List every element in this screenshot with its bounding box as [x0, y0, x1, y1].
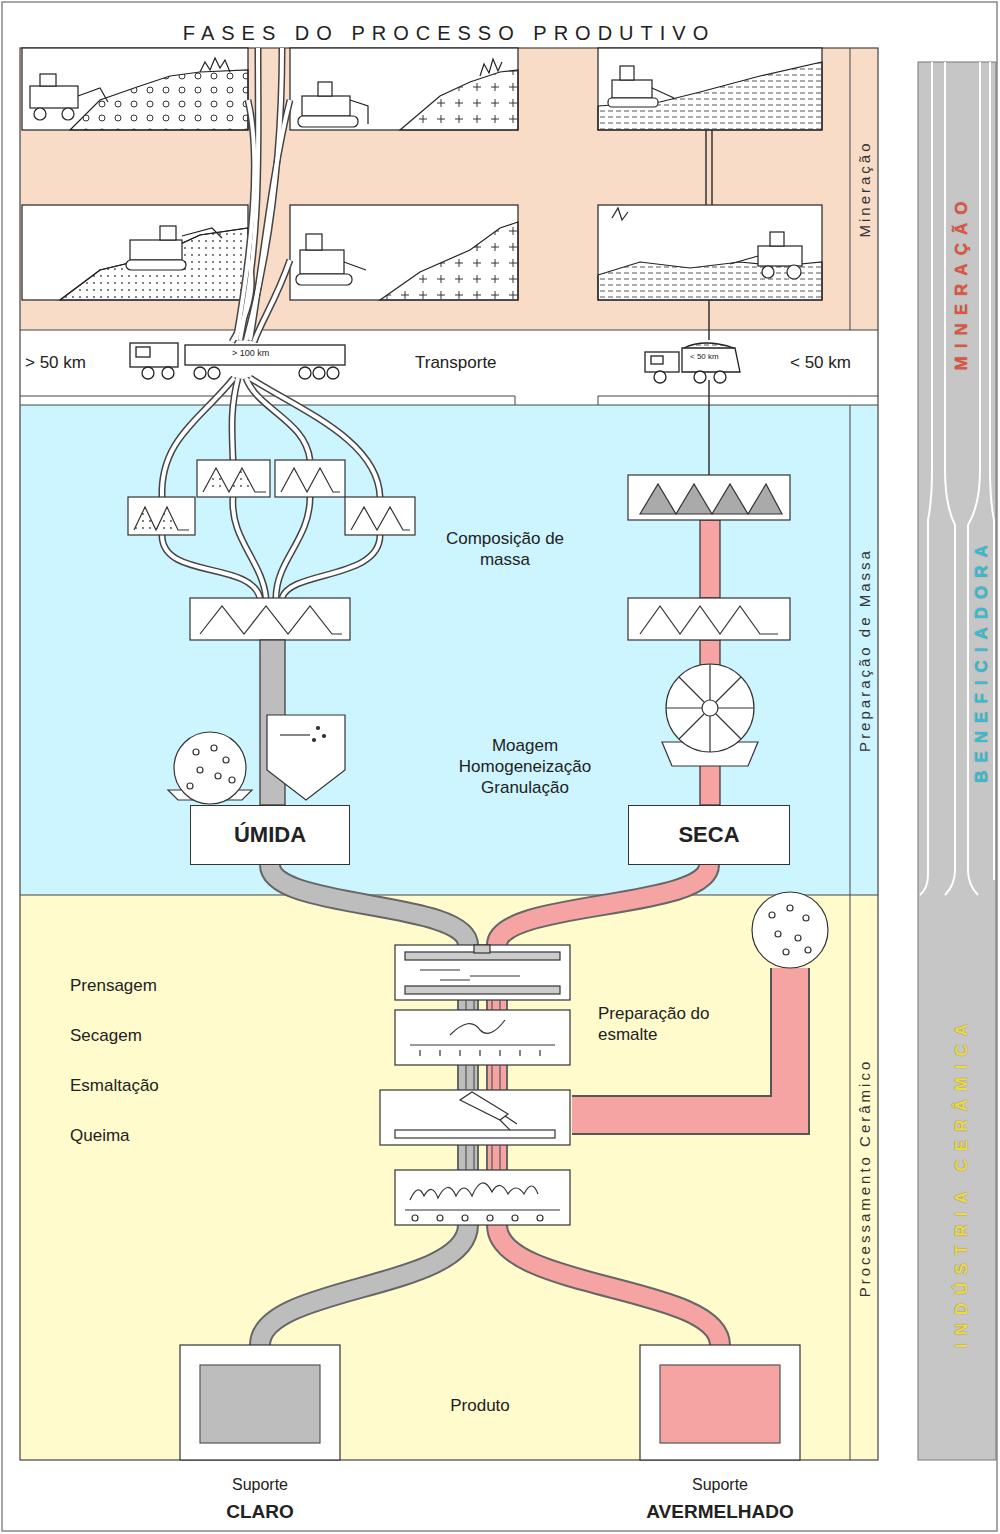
sector-column: BENEFICIADORA: [918, 482, 996, 892]
diagram-title: FASES DO PROCESSO PRODUTIVO: [20, 22, 878, 45]
section-band: Mineração: [20, 48, 878, 330]
section-label: Processamento Cerâmico: [856, 1058, 873, 1297]
process-label: Composição de massa: [430, 528, 580, 570]
box-label: ÚMIDA: [234, 822, 306, 848]
support-label: Suporte: [232, 1475, 288, 1495]
process-label: Produto: [430, 1395, 530, 1416]
process-label: < 50 km: [690, 352, 719, 362]
support-type: AVERMELHADO: [646, 1502, 793, 1522]
process-label: < 50 km: [790, 352, 851, 373]
process-label: > 50 km: [25, 352, 86, 373]
process-label: Secagem: [70, 1025, 142, 1046]
section-label: Mineração: [856, 140, 873, 237]
support-type: CLARO: [226, 1502, 294, 1522]
sector-column: MINERAÇÃO: [918, 62, 996, 482]
sector-column: INDÚSTRIA CERÂMICA: [918, 892, 996, 1460]
product-tile: SuporteCLARO: [180, 1345, 340, 1460]
sector-label: BENEFICIADORA: [972, 537, 992, 783]
sector-label: MINERAÇÃO: [952, 194, 972, 371]
box-label: SECA: [678, 822, 739, 848]
process-label: Queima: [70, 1125, 130, 1146]
process-box: ÚMIDA: [190, 805, 350, 865]
process-label: Prensagem: [70, 975, 157, 996]
process-box: SECA: [628, 805, 790, 865]
section-band: Preparação de MassaÚMIDA SECA: [20, 405, 878, 895]
product-tile: SuporteAVERMELHADO: [640, 1345, 800, 1460]
process-label: > 100 km: [232, 348, 269, 359]
process-label: Esmaltação: [70, 1075, 159, 1096]
section-label: Preparação de Massa: [856, 548, 873, 752]
support-label: Suporte: [692, 1475, 748, 1495]
process-label: Preparação do esmalte: [598, 1003, 723, 1045]
sector-label: INDÚSTRIA CERÂMICA: [952, 1016, 972, 1348]
process-label: Moagem Homogeneização Granulação: [450, 735, 600, 798]
process-label: Transporte: [415, 352, 497, 373]
